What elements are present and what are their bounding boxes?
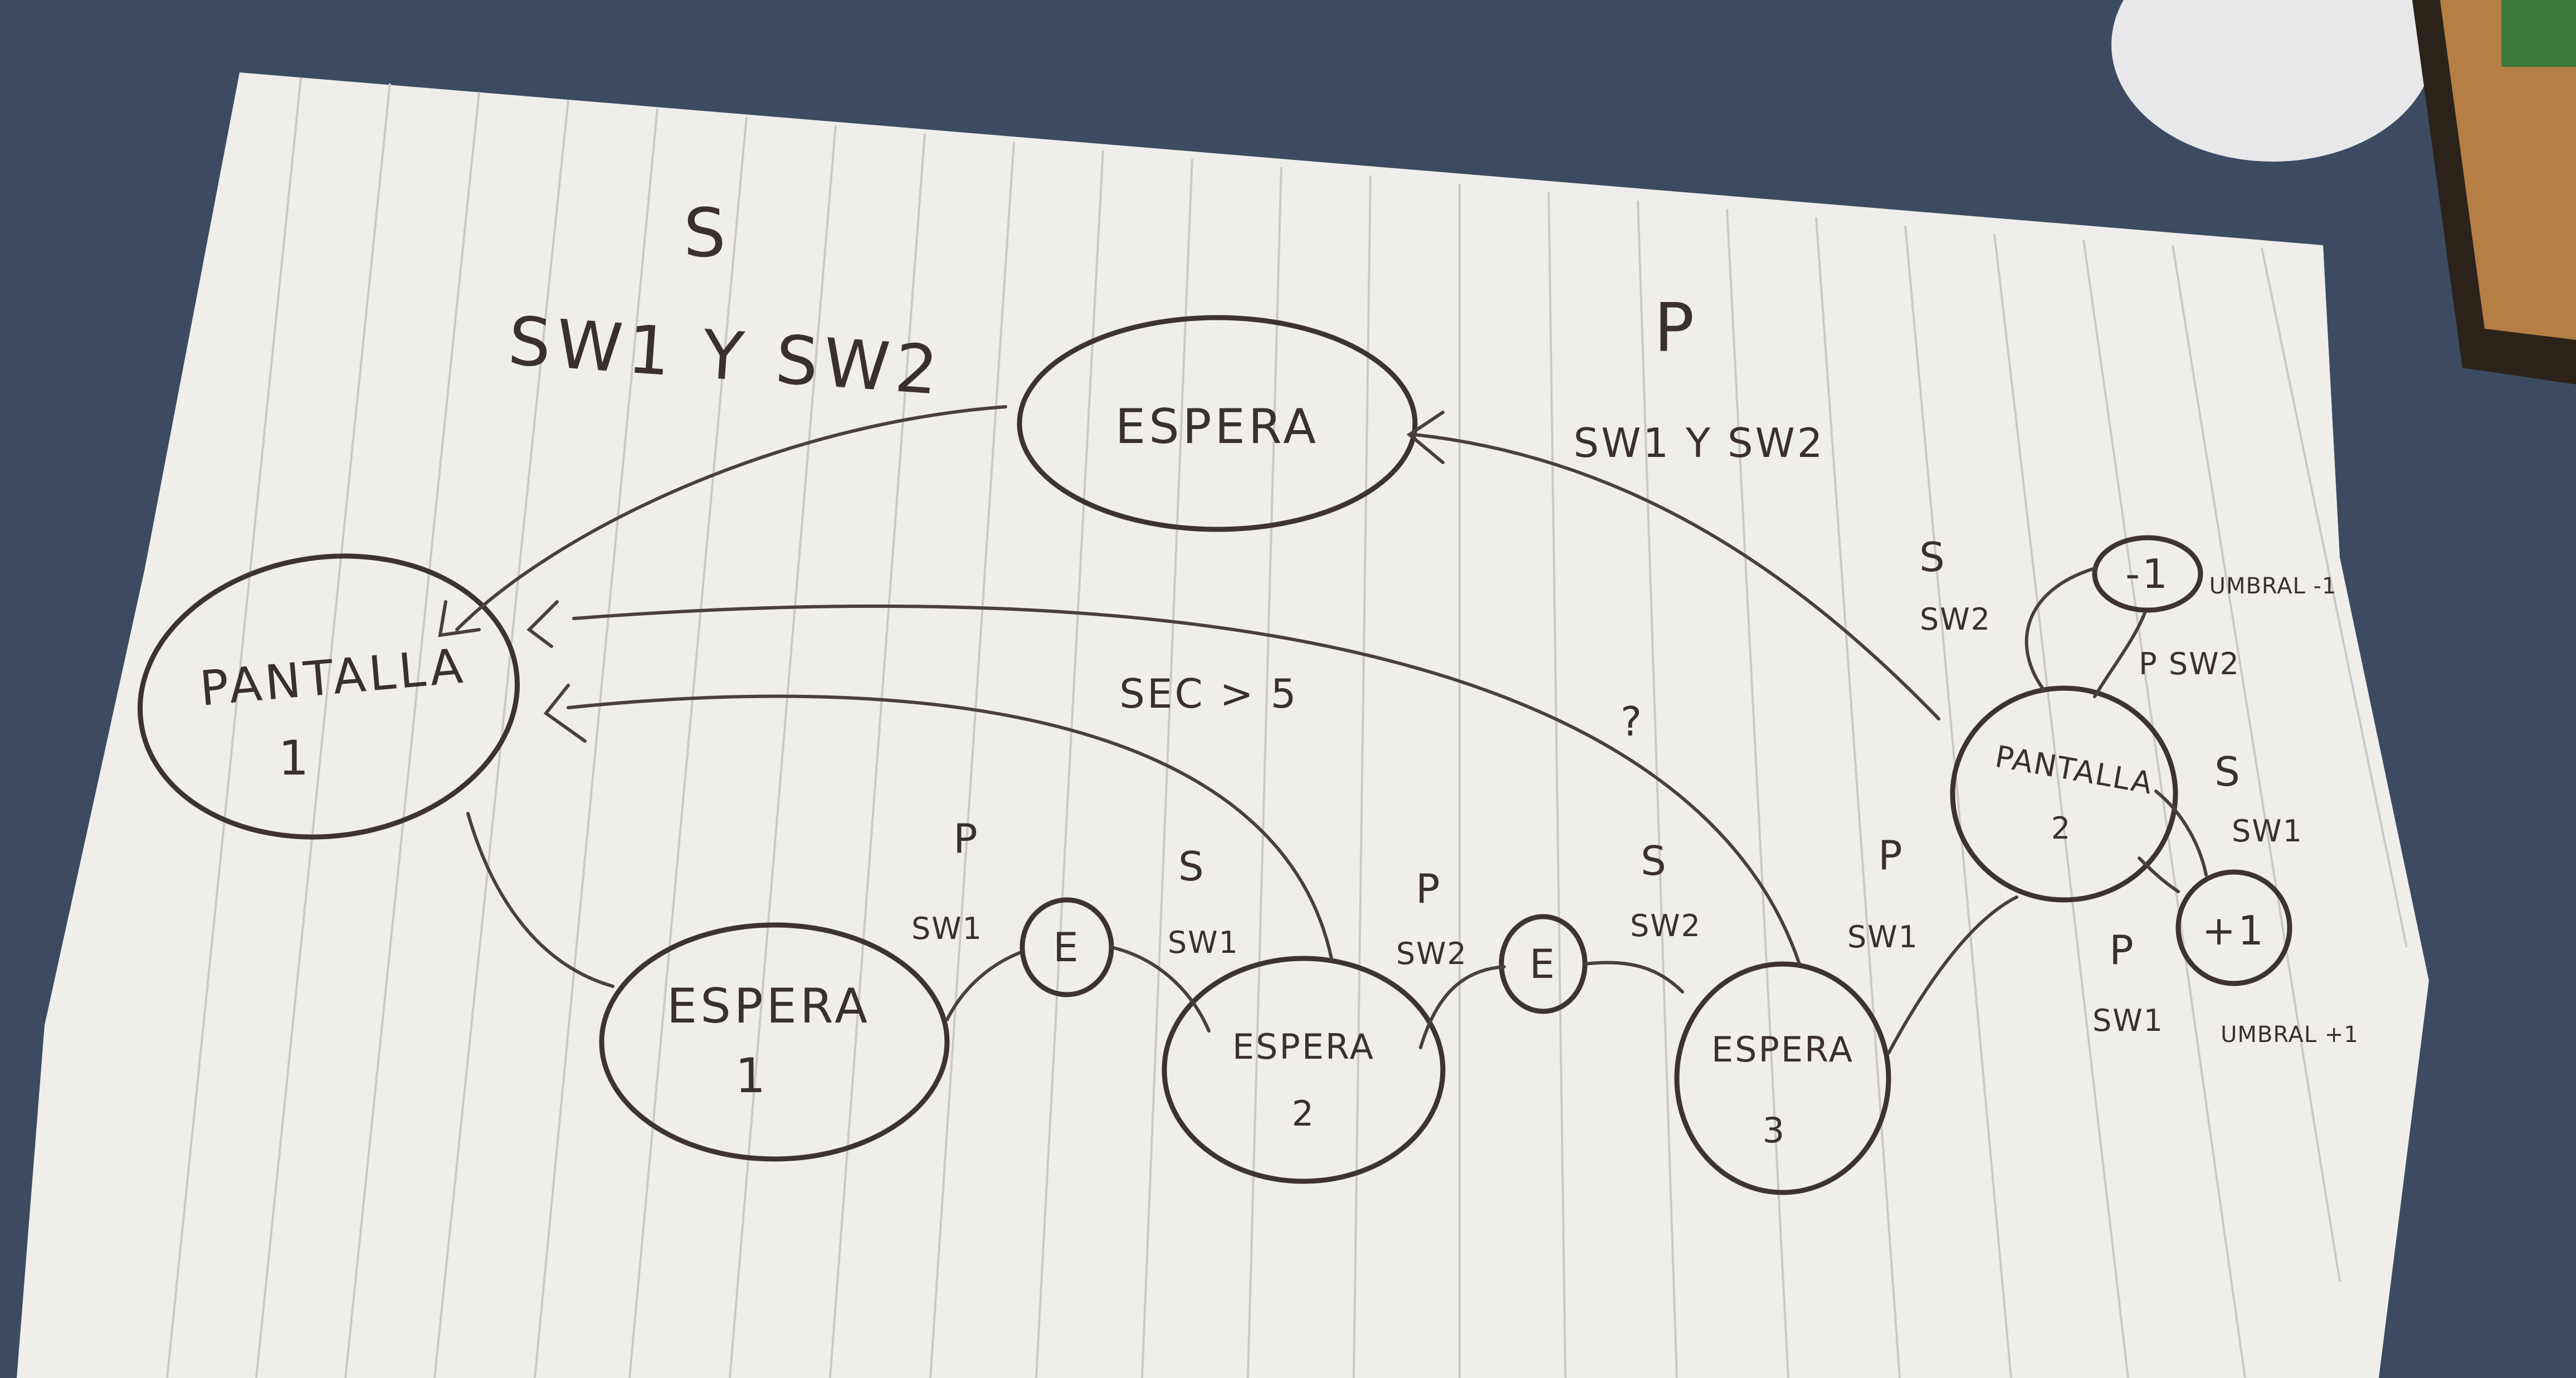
- label-minus-1: -1: [2125, 551, 2170, 597]
- state-pantalla-1: [138, 553, 520, 840]
- state-espera-2: [1162, 956, 1446, 1184]
- mouse-object: [2111, 0, 2434, 162]
- edge-sec-to-pantalla1: [567, 694, 1333, 960]
- label-eps-e2-s: S: [1178, 843, 1206, 890]
- label-epsilon-a: E: [1053, 924, 1081, 971]
- edge-eps-to-espera3: [1583, 961, 1684, 994]
- label-eps-e2-sw: SW1: [1168, 925, 1239, 960]
- label-e1-eps-p: P: [953, 815, 979, 862]
- edge-eps-to-espera2: [1110, 946, 1211, 1033]
- edge-espera-top-to-pantalla1: [455, 405, 1007, 631]
- arrowhead-pantalla1-a: [438, 600, 481, 637]
- label-e3-p2-sw: SW1: [1847, 919, 1919, 955]
- arrowhead-espera-top: [1406, 411, 1445, 464]
- edge-plus1-back: [2138, 856, 2180, 893]
- state-plus-1: [2175, 869, 2292, 986]
- label-espera3-line1: ESPERA: [1711, 1029, 1854, 1070]
- label-pantalla2-line2: 2: [2051, 811, 2071, 846]
- label-e2-eps-p: P: [1416, 865, 1442, 912]
- label-eps-e3-s: S: [1641, 837, 1668, 884]
- state-pantalla-2: [1950, 685, 2178, 903]
- edge-pantalla2-to-minus1: [2093, 611, 2146, 698]
- edge-espera1-to-eps: [945, 951, 1021, 1021]
- plant-leaves: [2501, 0, 2576, 67]
- edge-pantalla2-to-espera-top: [1413, 433, 1940, 720]
- label-question: ?: [1621, 698, 1644, 745]
- state-espera-1: [599, 922, 950, 1162]
- edge-question-to-pantalla1: [572, 604, 1801, 966]
- label-espera-top: ESPERA: [1115, 399, 1319, 455]
- state-minus-1: [2092, 535, 2203, 613]
- label-p2-loop-s: S: [1919, 534, 1947, 581]
- arrowhead-pantalla1-b: [526, 600, 559, 648]
- label-top-left-s: S: [684, 195, 731, 272]
- label-e2-eps-sw: SW2: [1396, 936, 1467, 971]
- label-e3-p2-p: P: [1878, 832, 1904, 879]
- label-espera3-line2: 3: [1763, 1110, 1786, 1151]
- label-plus1-note: UMBRAL +1: [2221, 1022, 2359, 1048]
- label-espera2-line1: ESPERA: [1232, 1026, 1375, 1067]
- label-psw2: P SW2: [2139, 646, 2240, 681]
- label-eps-e3-sw: SW2: [1630, 908, 1701, 943]
- arrowhead-pantalla1-c: [543, 684, 587, 743]
- label-plus-sw1: SW1: [2092, 1003, 2164, 1038]
- state-espera-3: [1674, 961, 1891, 1195]
- label-espera1-line1: ESPERA: [667, 978, 871, 1034]
- label-plus-1: +1: [2202, 907, 2266, 954]
- label-top-right-p: P: [1654, 290, 1700, 367]
- label-top-right-cond: SW1 Y SW2: [1573, 420, 1824, 466]
- label-p2-sw1: SW1: [2232, 814, 2303, 849]
- state-espera-top: [1017, 315, 1418, 532]
- label-p2-s: S: [2214, 748, 2242, 795]
- edge-pantalla2-loop: [2024, 567, 2096, 693]
- label-espera1-line2: 1: [735, 1048, 769, 1104]
- label-e1-eps-sw: SW1: [911, 911, 983, 946]
- label-espera2-line2: 2: [1292, 1093, 1315, 1134]
- edge-pantalla1-to-espera1: [466, 812, 614, 988]
- label-pantalla1-line2: 1: [279, 731, 313, 786]
- label-minus1-note: UMBRAL -1: [2209, 573, 2337, 599]
- edge-espera2-to-eps: [1419, 965, 1506, 1049]
- edge-pantalla2-to-plus1: [2154, 790, 2208, 877]
- wooden-board-top: [2440, 0, 2576, 340]
- label-p2-loop-sw: SW2: [1920, 602, 1991, 637]
- edge-espera3-to-pantalla2: [1887, 895, 2018, 1055]
- label-plus-p: P: [2109, 927, 2135, 973]
- label-epsilon-b: E: [1529, 941, 1557, 987]
- paper-sheet: [17, 72, 2429, 1378]
- label-sec-cond: SEC > 5: [1119, 670, 1298, 717]
